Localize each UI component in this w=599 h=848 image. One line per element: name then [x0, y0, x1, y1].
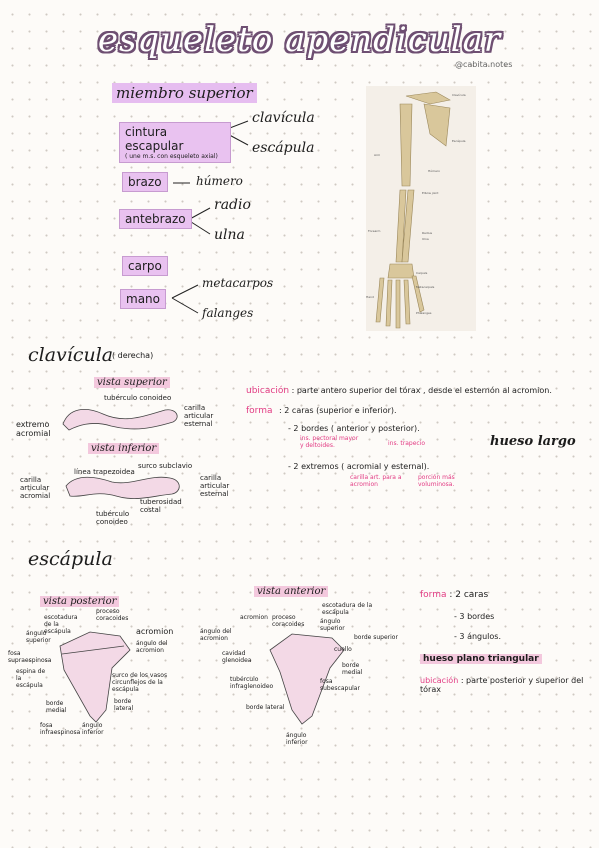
label-humero: húmero — [196, 174, 243, 188]
label-ant-borde-superior: borde superior — [354, 634, 398, 641]
label-post-borde-medial: borde medial — [46, 700, 67, 714]
clavicula-ubicacion: ubicación : parte antero superior del tó… — [246, 386, 552, 396]
label-post-espina: espina de la escápula — [16, 668, 46, 689]
arrow-falanges — [171, 297, 199, 314]
label-metacarpos: metacarpos — [202, 276, 274, 290]
section-heading-miembro-superior: miembro superior — [112, 83, 257, 103]
label-carilla-esternal-inf: carilla articular esternal — [200, 474, 230, 498]
label-clavicula: clavícula — [252, 110, 315, 126]
label-post-proceso-coracoides: proceso coracoides — [96, 608, 129, 622]
heading-vista-superior: vista superior — [94, 377, 170, 388]
escapula-hueso-plano: hueso plano triangular — [420, 654, 542, 664]
label-post-borde-lateral: borde lateral — [114, 698, 134, 712]
fig-label-hand: Hand — [366, 295, 374, 299]
clavicula-forma: forma : 2 caras (superior e inferior). — [246, 406, 397, 416]
scapula-anterior-drawing — [269, 633, 345, 725]
label-post-surco: surco de los vasos circunflejos de la es… — [112, 672, 168, 693]
label-ant-fosa-subescapular: fosa subescapular — [320, 678, 360, 692]
section-heading-escapula: escápula — [28, 548, 113, 570]
label-post-angulo-acromion: ángulo del acromion — [136, 640, 168, 654]
label-ant-angulo-superior: ángulo superior — [320, 618, 345, 632]
box-cintura-escapular: cintura escapular ( une m.s. con esquele… — [119, 122, 231, 163]
box-brazo: brazo — [122, 172, 168, 192]
label-escapula: escápula — [252, 140, 315, 156]
label-ant-acromion: acromion — [240, 614, 268, 621]
scapula-shape — [423, 103, 451, 147]
clavicle-shape — [405, 91, 451, 105]
arrow-ulna — [187, 219, 211, 235]
label-ant-proceso-coracoides: proceso coracoides — [272, 614, 305, 628]
page-title: esqueleto apendicular — [97, 20, 502, 60]
clavicula-extremos-1: carilla art. para a acromion — [350, 474, 402, 488]
label-extremo-acromial: extremo acromial — [16, 420, 51, 438]
escapula-ubicacion: ubicación : parte posterior y superior d… — [420, 676, 584, 694]
fig-label-escapula: Escápula — [452, 139, 466, 143]
label-post-acromion: acromion — [136, 627, 174, 636]
label-tuberculo-conoideo-sup: tubérculo conoideo — [104, 394, 172, 402]
label-post-escotadura: escotadura de la escápula — [44, 614, 78, 635]
arrow-metacarpos — [171, 284, 199, 299]
author-credit: @cabita.notes — [455, 60, 513, 69]
clavicula-bordes: - 2 bordes ( anterior y posterior). — [288, 424, 420, 433]
label-post-angulo-inferior: ángulo inferior — [82, 722, 104, 736]
label-ant-borde-lateral: borde lateral — [246, 704, 285, 711]
heading-vista-anterior: vista anterior — [254, 586, 329, 597]
arm-skeleton-illustration: Clavícula Escápula Húmero Elbow joint Ra… — [366, 91, 466, 329]
fig-label-arm: Arm — [374, 153, 380, 157]
fig-label-elbow: Elbow joint — [422, 191, 439, 195]
label-ant-cavidad-glenoidea: cavidad glenoidea — [222, 650, 252, 664]
escapula-forma: forma : 2 caras — [420, 590, 489, 600]
label-surco-subclavio: surco subclavio — [138, 462, 193, 470]
scapula-posterior-drawing — [59, 631, 131, 723]
label-post-fosa-infraespinosa: fosa infraespinosa — [40, 722, 81, 736]
clavicula-bordes-ins2: ins. trapecio — [388, 440, 426, 447]
clavicula-hueso-largo: hueso largo — [490, 434, 576, 449]
fig-label-carpals: Carpals — [416, 271, 428, 275]
label-linea-trapezoidea: línea trapezoidea — [74, 468, 135, 476]
carpals-shape — [387, 263, 415, 279]
fig-label-clavicula: Clavícula — [452, 93, 466, 97]
label-ant-borde-medial: borde medial — [342, 662, 363, 676]
heading-vista-posterior: vista posterior — [40, 596, 120, 607]
label-tuberosidad-costal: tuberosidad costal — [140, 498, 182, 514]
arm-skeleton-figure: Clavícula Escápula Húmero Elbow joint Ra… — [366, 86, 476, 331]
label-ant-cuello: cuello — [334, 646, 352, 653]
clavicle-inferior-drawing — [65, 476, 180, 499]
label-falanges: falanges — [202, 306, 254, 320]
label-carilla-esternal-sup: carilla articular esternal — [184, 404, 214, 428]
label-post-angulo-superior: ángulo superior — [26, 630, 51, 644]
section-heading-clavicula: clavícula — [28, 344, 114, 366]
clavicle-superior-drawing — [62, 409, 178, 431]
ulna-shape — [401, 189, 415, 263]
box-carpo: carpo — [122, 256, 168, 276]
clavicula-extremos: - 2 extremos ( acromial y esternal). — [288, 462, 430, 471]
label-ulna: ulna — [214, 227, 245, 243]
humerus-shape — [399, 103, 413, 187]
clavicula-extremos-2: porción más voluminosa. — [418, 474, 455, 488]
heading-vista-inferior: vista inferior — [88, 443, 160, 454]
fig-label-metacarpals: Metacarpals — [416, 285, 435, 289]
label-ant-angulo-inferior: ángulo inferior — [286, 732, 308, 746]
escapula-bordes: - 3 bordes — [454, 612, 495, 621]
fig-label-humero: Húmero — [428, 169, 440, 173]
box-antebrazo: antebrazo — [119, 209, 192, 229]
escapula-angulos: - 3 ángulos. — [454, 632, 502, 641]
label-carilla-acromial: carilla articular acromial — [20, 476, 51, 500]
fig-label-radius: Radius — [422, 231, 432, 235]
clavicula-bordes-ins1: ins. pectoral mayor y deltoides. — [300, 435, 359, 449]
label-ant-tuberculo-infraglenoideo: tubérculo infraglenoideo — [230, 676, 274, 690]
arrow-radio — [187, 207, 211, 221]
label-radio: radio — [214, 197, 251, 213]
fig-label-phalanges: Phalanges — [416, 311, 432, 315]
label-ant-escotadura: escotadura de la escápula — [322, 602, 373, 616]
fig-label-forearm: Forearm — [368, 229, 380, 233]
label-tuberculo-conoideo-inf: tubérculo conoideo — [96, 510, 130, 526]
label-ant-angulo-acromion: ángulo del acromion — [200, 628, 232, 642]
box-mano: mano — [120, 289, 166, 309]
clavicula-side: ( derecha) — [112, 351, 154, 360]
fig-label-ulna: Ulna — [422, 237, 429, 241]
label-post-fosa-supraespinosa: fosa supraespinosa — [8, 650, 52, 664]
